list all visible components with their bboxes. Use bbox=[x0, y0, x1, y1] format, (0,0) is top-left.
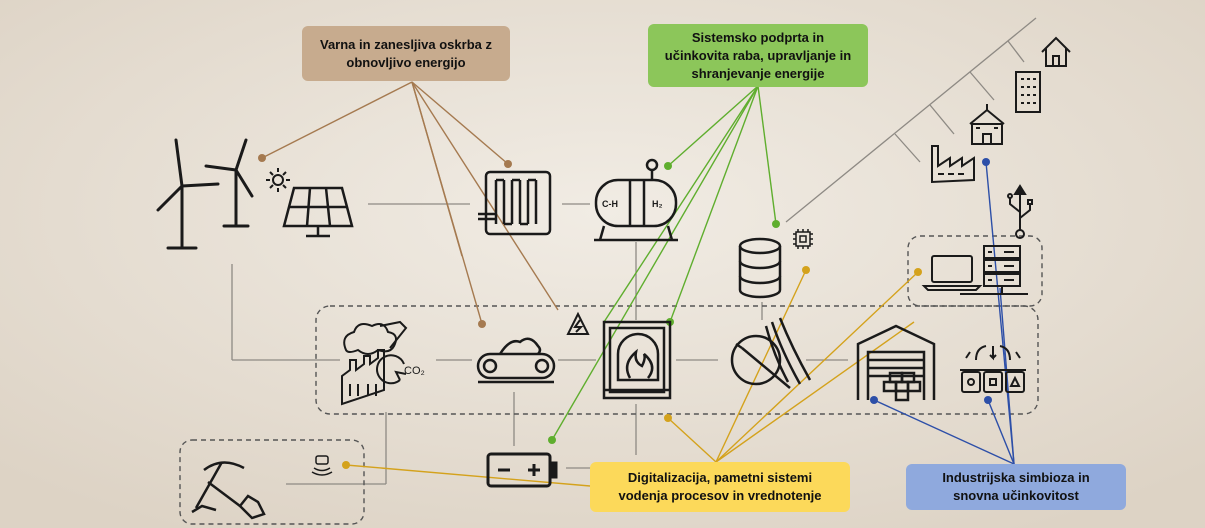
co2-label: CO₂ bbox=[404, 365, 425, 377]
usb-icon bbox=[1007, 184, 1033, 239]
hydrogen-tank-icon bbox=[594, 158, 678, 242]
industrial-plant-co2-icon bbox=[341, 320, 408, 406]
warehouse-icon bbox=[856, 324, 936, 402]
group-boxes bbox=[179, 235, 1043, 525]
grinder-icon bbox=[730, 317, 812, 389]
house-icon bbox=[1041, 36, 1071, 67]
label-industrial-symbiosis-text: Industrijska simbioza in snovna učinkovi… bbox=[942, 470, 1090, 503]
battery-icon bbox=[486, 452, 558, 488]
label-renewable-supply: Varna in zanesljiva oskrba z obnovljivo … bbox=[302, 26, 510, 81]
sun-icon bbox=[266, 168, 290, 192]
label-industrial-symbiosis: Industrijska simbioza in snovna učinkovi… bbox=[906, 464, 1126, 510]
warning-electric-icon bbox=[566, 311, 590, 335]
system-dots bbox=[548, 162, 780, 444]
label-energy-management: Sistemsko podprta in učinkovita raba, up… bbox=[648, 24, 868, 87]
database-icon bbox=[738, 237, 782, 299]
wind-turbine-icon bbox=[156, 138, 254, 250]
supply-dots bbox=[258, 154, 512, 328]
apartment-icon bbox=[1015, 71, 1041, 113]
digital-dots bbox=[342, 266, 922, 469]
microchip-icon bbox=[793, 229, 813, 249]
mining-group-box bbox=[179, 439, 365, 525]
label-energy-management-text: Sistemsko podprta in učinkovita raba, up… bbox=[664, 29, 852, 81]
label-digitalization: Digitalizacija, pametni sistemi vodenja … bbox=[590, 462, 850, 512]
label-renewable-supply-text: Varna in zanesljiva oskrba z obnovljivo … bbox=[320, 36, 492, 70]
furnace-icon bbox=[602, 320, 672, 400]
electrolyzer-icon bbox=[478, 170, 552, 236]
conveyor-icon bbox=[476, 337, 556, 384]
recycling-bins-icon bbox=[960, 345, 1026, 393]
tank-label-left: C-H bbox=[602, 199, 618, 209]
process-group-box bbox=[315, 305, 1039, 415]
sensor-icon bbox=[311, 455, 333, 476]
system-connectors bbox=[551, 85, 777, 441]
process-connectors bbox=[231, 17, 1037, 485]
label-digitalization-text: Digitalizacija, pametni sistemi vodenja … bbox=[618, 470, 822, 503]
laptop-icon bbox=[921, 255, 983, 291]
it-group-box bbox=[907, 235, 1043, 307]
mining-icon bbox=[191, 461, 266, 520]
symbiosis-dots bbox=[870, 158, 992, 404]
tank-label-right: H₂ bbox=[652, 199, 663, 209]
factory-icon bbox=[931, 145, 975, 184]
server-icon bbox=[960, 245, 1028, 295]
school-icon bbox=[969, 104, 1005, 145]
solar-panel-icon bbox=[282, 186, 354, 238]
